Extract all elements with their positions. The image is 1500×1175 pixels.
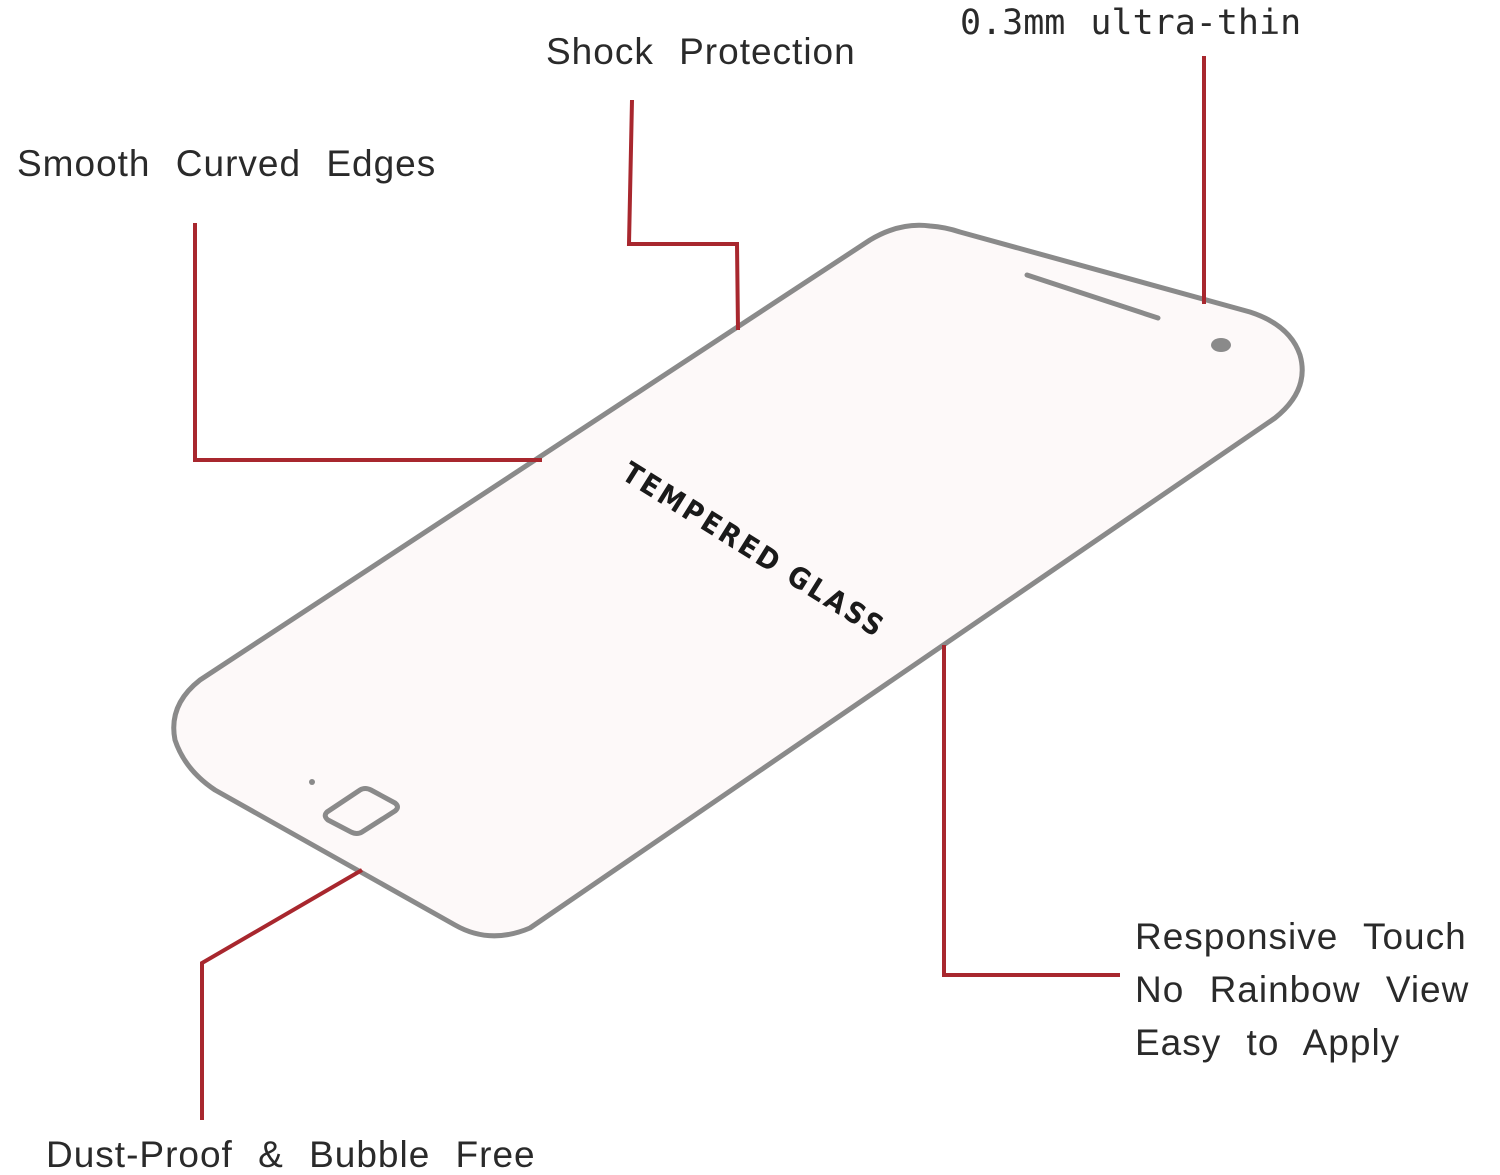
- phone-outline: [171, 222, 1305, 939]
- feature-easy-to-apply: Easy to Apply: [1135, 1022, 1401, 1063]
- feature-no-rainbow-view: No Rainbow View: [1135, 969, 1470, 1010]
- feature-responsive-touch: Responsive Touch: [1135, 916, 1467, 957]
- callout-shock-protection: Shock Protection: [546, 31, 856, 72]
- callout-features: Responsive Touch No Rainbow View Easy to…: [1135, 910, 1469, 1069]
- callout-ultra-thin: 0.3mm ultra-thin: [960, 3, 1302, 43]
- callout-smooth-curved-edges: Smooth Curved Edges: [17, 143, 437, 184]
- callout-dust-proof: Dust-Proof & Bubble Free: [46, 1134, 536, 1175]
- leader-line-shock: [626, 99, 740, 331]
- front-camera-icon: [1211, 338, 1231, 352]
- leader-line-curved-edges: [193, 223, 542, 462]
- leader-line-dust-proof: [200, 868, 364, 1120]
- leader-line-features: [942, 645, 1120, 977]
- speaker-slot-icon: [1024, 272, 1161, 321]
- home-button-icon: [322, 786, 400, 836]
- sensor-dot-icon: [309, 779, 315, 785]
